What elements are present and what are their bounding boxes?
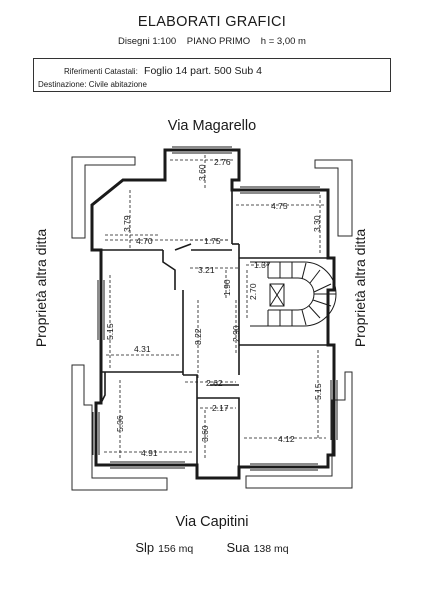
interior-walls — [100, 150, 328, 467]
dim-label-13: 8.22 — [193, 328, 203, 345]
street-bottom: Via Capitini — [175, 514, 249, 530]
window-marks — [92, 146, 338, 471]
dim-label-11: 2.70 — [248, 283, 258, 300]
street-top: Via Magarello — [167, 118, 257, 134]
dim-label-2: 3.60 — [197, 164, 207, 181]
dim-label-10: 1.90 — [222, 279, 232, 296]
reference-label: Riferimenti Catastali: — [64, 67, 138, 76]
sua-value: 138 mq — [253, 543, 289, 555]
neighbor-outlines — [71, 156, 353, 491]
dim-label-18: 5.06 — [115, 415, 125, 432]
drawing-subtitle: Disegni 1:100 PIANO PRIMO h = 3,00 m — [0, 36, 424, 47]
dim-label-1: 2.76 — [214, 157, 231, 167]
dim-label-20: 3.60 — [200, 425, 210, 442]
dim-label-6: 4.70 — [136, 236, 153, 246]
dim-label-21: 4.12 — [278, 434, 295, 444]
reference-value: Foglio 14 part. 500 Sub 4 — [144, 65, 262, 77]
dim-label-5: 3.30 — [312, 215, 322, 232]
dimension-lines — [104, 155, 326, 460]
exterior-walls — [90, 148, 336, 480]
dim-label-14: 2.90 — [231, 325, 241, 342]
height-label: h = 3,00 m — [260, 36, 306, 47]
cadastral-info-box: Riferimenti Catastali: Foglio 14 part. 5… — [33, 58, 391, 92]
floor-label: PIANO PRIMO — [186, 36, 251, 47]
dim-label-3: 4.75 — [271, 201, 288, 211]
dim-label-15: 4.31 — [134, 344, 151, 354]
sua-label: Sua — [226, 540, 250, 555]
dim-label-8: 3.21 — [198, 265, 215, 275]
dimension-labels: 2.76 3.60 4.75 3.79 3.30 4.70 1.75 3.21 … — [105, 157, 323, 458]
dim-label-12: 5.15 — [105, 323, 115, 340]
cadastral-reference: Riferimenti Catastali: Foglio 14 part. 5… — [64, 65, 262, 77]
slp-value: 156 mq — [158, 543, 194, 555]
dim-label-7: 1.75 — [204, 236, 221, 246]
dim-label-17: 2.17 — [212, 403, 229, 413]
dim-label-22: 4.91 — [141, 448, 158, 458]
dim-label-4: 3.79 — [122, 215, 132, 232]
dim-label-16: 2.62 — [206, 378, 223, 388]
drawing-title: ELABORATI GRAFICI — [137, 14, 287, 30]
scale-label: Disegni 1:100 — [118, 36, 177, 47]
spiral-staircase — [250, 261, 337, 327]
dim-label-9: 1.37 — [254, 260, 271, 270]
destination-label: Destinazione: Civile abitazione — [38, 80, 147, 89]
dim-label-19: 5.15 — [313, 383, 323, 400]
slp-label: Slp — [135, 540, 155, 555]
